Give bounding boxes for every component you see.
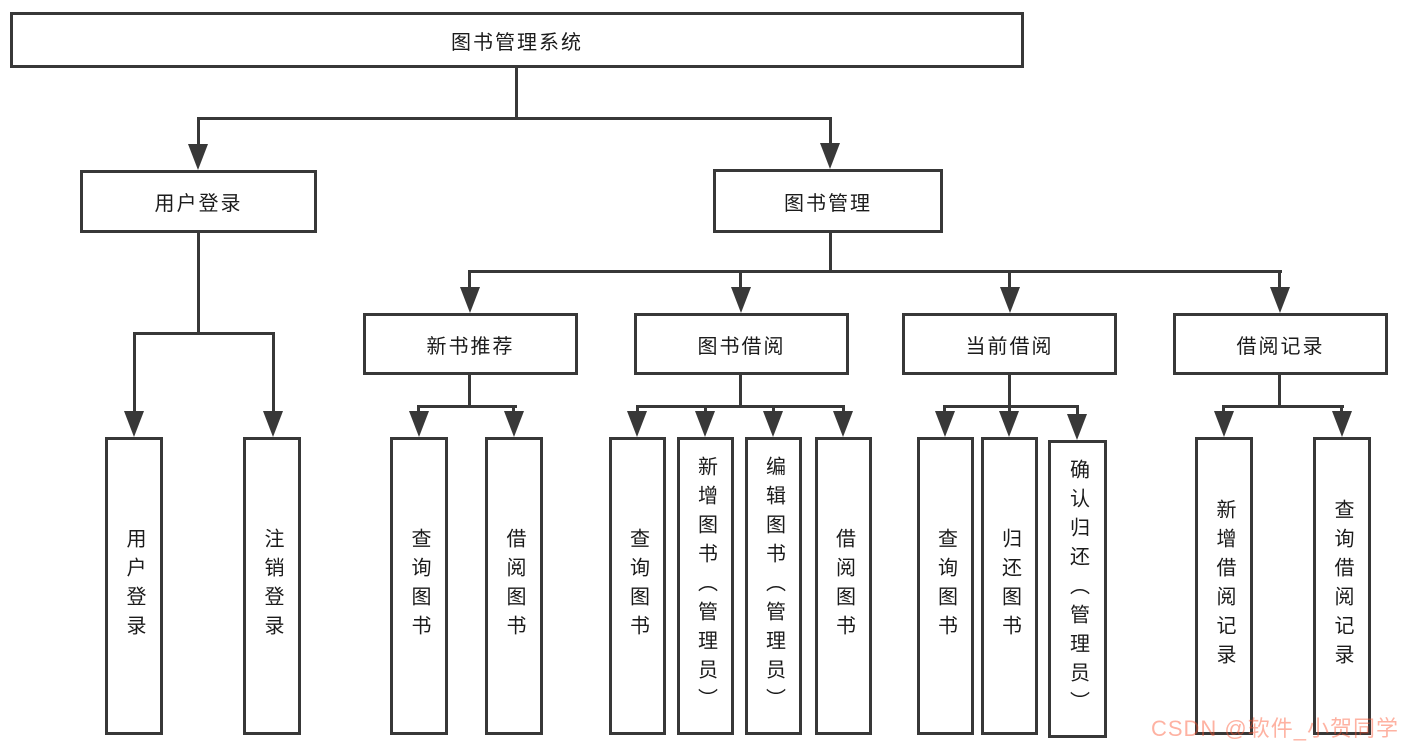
connector	[468, 270, 471, 288]
node-label: 图书管理系统	[451, 31, 583, 54]
connector	[133, 332, 136, 412]
leaf-add-book-admin: 新增图书（管理员）	[677, 437, 734, 735]
connector	[943, 405, 946, 415]
connector	[943, 405, 1079, 408]
connector	[1008, 270, 1011, 288]
node-label: 编辑图书（管理员）	[762, 455, 785, 717]
connector	[1340, 405, 1343, 415]
arrow-down-icon	[1214, 411, 1234, 437]
connector	[636, 405, 639, 415]
connector	[704, 405, 707, 415]
node-library-system: 图书管理系统	[10, 12, 1024, 68]
connector	[1008, 374, 1011, 407]
leaf-logout-login: 注销登录	[243, 437, 301, 735]
connector	[1278, 270, 1281, 288]
connector	[133, 332, 275, 335]
connector	[739, 374, 742, 407]
arrow-down-icon	[833, 411, 853, 437]
connector	[1076, 405, 1079, 417]
node-borrowing-records: 借阅记录	[1173, 313, 1388, 375]
connector	[272, 332, 275, 412]
node-label: 查询图书	[626, 528, 649, 644]
csdn-watermark: CSDN @软件_小贺同学	[1150, 716, 1399, 741]
leaf-query-books: 查询图书	[609, 437, 666, 735]
node-label: 图书管理	[784, 192, 872, 215]
connector	[829, 232, 832, 272]
connector	[772, 405, 775, 415]
node-label: 用户登录	[123, 528, 145, 644]
leaf-borrow-books: 借阅图书	[815, 437, 872, 735]
connector	[197, 117, 832, 120]
node-new-book-recommend: 新书推荐	[363, 313, 578, 375]
leaf-borrow-books: 借阅图书	[485, 437, 543, 735]
node-label: 新增图书（管理员）	[694, 455, 717, 717]
node-label: 确认归还（管理员）	[1066, 458, 1089, 720]
node-label: 借阅记录	[1236, 335, 1325, 358]
connector	[1222, 405, 1344, 408]
arrow-down-icon	[409, 411, 429, 437]
node-label: 注销登录	[261, 528, 283, 644]
node-book-management: 图书管理	[713, 169, 943, 233]
arrow-down-icon	[627, 411, 647, 437]
connector	[417, 405, 420, 415]
leaf-query-books: 查询图书	[390, 437, 448, 735]
leaf-query-books: 查询图书	[917, 437, 974, 735]
connector	[1278, 374, 1281, 407]
connector	[842, 405, 845, 415]
leaf-query-borrow-record: 查询借阅记录	[1313, 437, 1371, 735]
connector	[829, 117, 832, 147]
arrow-down-icon	[1000, 287, 1020, 313]
leaf-confirm-return-admin: 确认归还（管理员）	[1048, 440, 1107, 738]
arrow-down-icon	[124, 411, 144, 437]
connector	[515, 66, 518, 119]
connector	[512, 405, 515, 415]
leaf-return-books: 归还图书	[981, 437, 1038, 735]
connector	[1008, 405, 1011, 415]
arrow-down-icon	[460, 287, 480, 313]
arrow-down-icon	[820, 143, 840, 169]
node-label: 新书推荐	[426, 335, 515, 358]
arrow-down-icon	[263, 411, 283, 437]
arrow-down-icon	[763, 411, 783, 437]
leaf-user-login: 用户登录	[105, 437, 163, 735]
arrow-down-icon	[731, 287, 751, 313]
connector	[469, 270, 1282, 273]
arrow-down-icon	[1067, 414, 1087, 440]
connector	[739, 270, 742, 288]
node-label: 当前借阅	[965, 335, 1054, 358]
node-current-borrowing: 当前借阅	[902, 313, 1117, 375]
connector	[468, 374, 471, 407]
connector	[197, 117, 200, 147]
node-label: 查询借阅记录	[1331, 499, 1353, 673]
arrow-down-icon	[695, 411, 715, 437]
arrow-down-icon	[504, 411, 524, 437]
connector	[1222, 405, 1225, 415]
node-label: 查询图书	[408, 528, 430, 644]
node-label: 用户登录	[154, 193, 243, 215]
node-book-borrowing: 图书借阅	[634, 313, 849, 375]
arrow-down-icon	[188, 144, 208, 170]
connector	[197, 232, 200, 334]
node-label: 借阅图书	[832, 528, 855, 644]
arrow-down-icon	[935, 411, 955, 437]
arrow-down-icon	[1332, 411, 1352, 437]
node-label: 图书借阅	[697, 335, 786, 358]
connector	[636, 405, 845, 408]
leaf-add-borrow-record: 新增借阅记录	[1195, 437, 1253, 735]
leaf-edit-book-admin: 编辑图书（管理员）	[745, 437, 802, 735]
node-label: 借阅图书	[503, 528, 525, 644]
node-label: 新增借阅记录	[1213, 499, 1235, 673]
arrow-down-icon	[1270, 287, 1290, 313]
connector	[418, 405, 517, 408]
node-user-login: 用户登录	[80, 170, 317, 233]
node-label: 归还图书	[998, 528, 1021, 644]
node-label: 查询图书	[934, 528, 957, 644]
arrow-down-icon	[999, 411, 1019, 437]
